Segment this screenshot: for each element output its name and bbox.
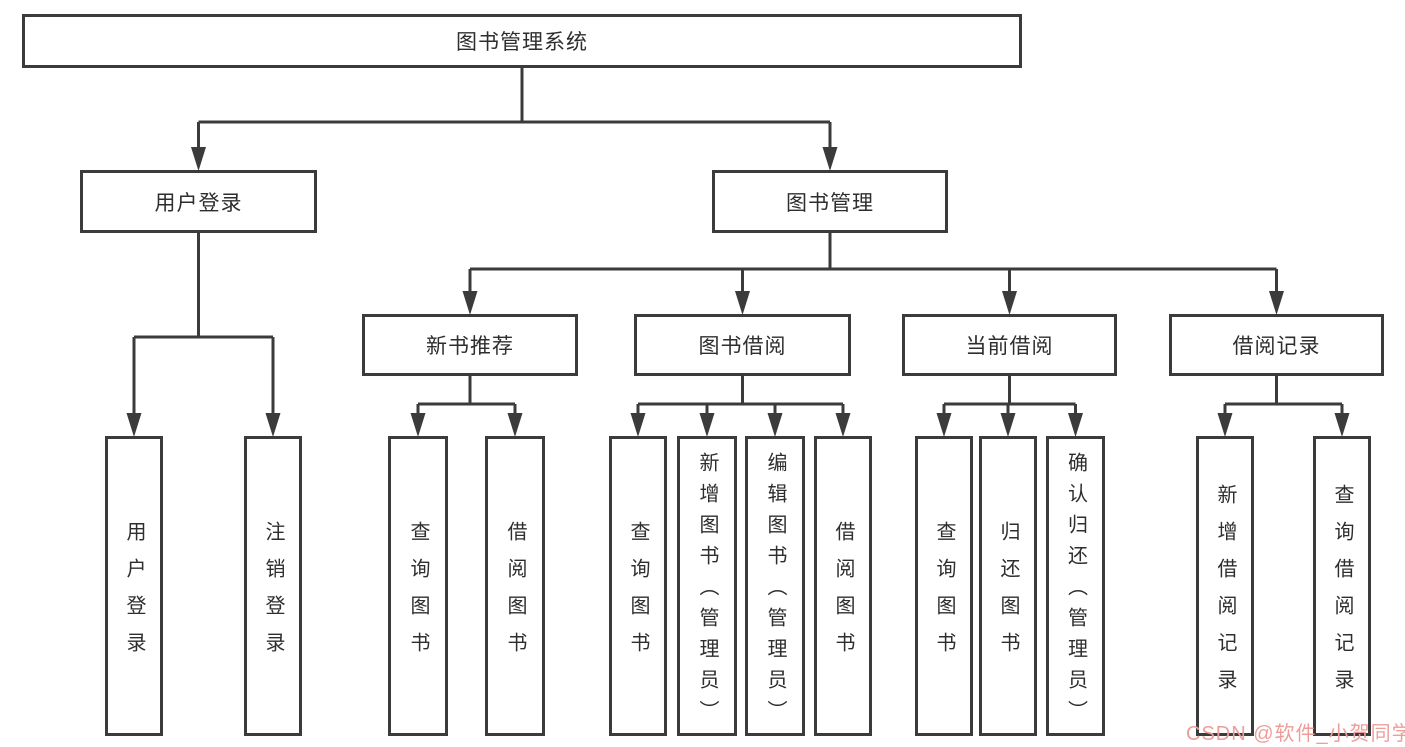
arrow-down-icon bbox=[1269, 291, 1284, 315]
node-label: 借阅图书 bbox=[504, 520, 526, 669]
node-label: 新增借阅记录 bbox=[1214, 483, 1236, 706]
node-book-borrow: 图书借阅 bbox=[634, 314, 851, 376]
node-label: 查询图书 bbox=[627, 520, 649, 669]
watermark: CSDN @软件_小贺同学 bbox=[1186, 723, 1405, 745]
arrow-down-icon bbox=[507, 413, 523, 437]
node-book-mgmt: 图书管理 bbox=[712, 170, 948, 233]
arrow-down-icon bbox=[630, 413, 646, 437]
node-label: 查询图书 bbox=[933, 520, 955, 669]
node-new-book-rec: 新书推荐 bbox=[362, 314, 578, 376]
node-label: 确认归还（管理员） bbox=[1064, 452, 1087, 731]
node-label: 编辑图书（管理员） bbox=[764, 452, 786, 731]
arrow-down-icon bbox=[735, 291, 750, 315]
node-leaf-user-login: 用户登录 bbox=[105, 436, 163, 736]
node-borrow-records: 借阅记录 bbox=[1169, 314, 1384, 376]
node-label: 当前借阅 bbox=[965, 335, 1054, 358]
node-label: 图书管理系统 bbox=[456, 31, 588, 54]
node-leaf-borrow-book-1: 借阅图书 bbox=[485, 436, 545, 736]
node-label: 查询借阅记录 bbox=[1331, 483, 1353, 706]
node-label: 图书借阅 bbox=[698, 335, 787, 358]
arrow-down-icon bbox=[936, 413, 952, 437]
node-label: 用户登录 bbox=[154, 191, 243, 215]
node-leaf-query-book-3: 查询图书 bbox=[915, 436, 973, 736]
node-label: 查询图书 bbox=[407, 520, 429, 669]
arrow-down-icon bbox=[699, 413, 715, 437]
arrow-down-icon bbox=[822, 147, 838, 171]
node-root: 图书管理系统 bbox=[22, 14, 1022, 68]
arrow-down-icon bbox=[410, 413, 426, 437]
node-label: 借阅记录 bbox=[1232, 335, 1321, 358]
node-leaf-edit-book: 编辑图书（管理员） bbox=[745, 436, 805, 736]
node-leaf-add-borrow-record: 新增借阅记录 bbox=[1196, 436, 1254, 736]
node-label: 用户登录 bbox=[123, 520, 145, 669]
node-label: 借阅图书 bbox=[832, 520, 854, 669]
node-leaf-query-book-1: 查询图书 bbox=[388, 436, 448, 736]
node-label: 归还图书 bbox=[997, 520, 1019, 669]
node-label: 新书推荐 bbox=[426, 335, 514, 358]
node-leaf-confirm-return: 确认归还（管理员） bbox=[1046, 436, 1105, 736]
node-leaf-logout: 注销登录 bbox=[244, 436, 302, 736]
arrow-down-icon bbox=[767, 413, 783, 437]
node-leaf-query-book-2: 查询图书 bbox=[609, 436, 667, 736]
arrow-down-icon bbox=[1068, 413, 1083, 437]
arrow-down-icon bbox=[1002, 291, 1017, 315]
arrow-down-icon bbox=[126, 413, 142, 437]
node-leaf-add-book: 新增图书（管理员） bbox=[677, 436, 737, 736]
node-label: 图书管理 bbox=[786, 191, 874, 215]
node-label: 新增图书（管理员） bbox=[696, 452, 718, 731]
node-user-login: 用户登录 bbox=[80, 170, 317, 233]
arrow-down-icon bbox=[1217, 413, 1233, 437]
arrow-down-icon bbox=[1000, 413, 1016, 437]
node-current-borrow: 当前借阅 bbox=[902, 314, 1117, 376]
arrow-down-icon bbox=[265, 413, 281, 437]
node-leaf-query-borrow-record: 查询借阅记录 bbox=[1313, 436, 1371, 736]
node-leaf-return-book: 归还图书 bbox=[979, 436, 1037, 736]
node-leaf-borrow-book-2: 借阅图书 bbox=[814, 436, 872, 736]
arrow-down-icon bbox=[1334, 413, 1350, 437]
node-label: 注销登录 bbox=[262, 520, 284, 669]
arrow-down-icon bbox=[191, 147, 206, 171]
arrow-down-icon bbox=[462, 291, 478, 315]
arrow-down-icon bbox=[835, 413, 851, 437]
